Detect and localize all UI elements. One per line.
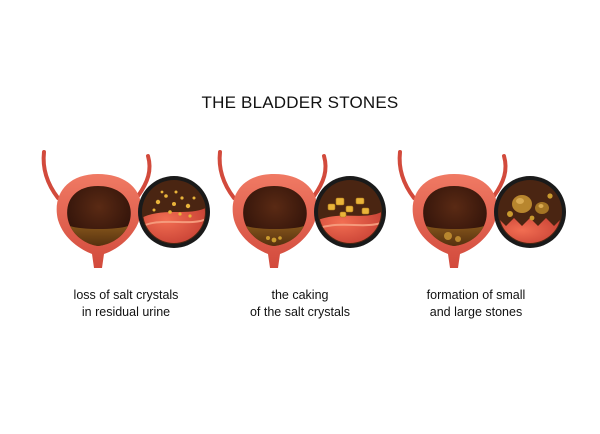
- stage-3-caption: formation of small and large stones: [376, 287, 576, 321]
- bladder-stones-icon: [397, 150, 566, 268]
- stage-3-illustration: [392, 140, 572, 280]
- stage-2-illustration: [212, 140, 392, 280]
- caption-line: and large stones: [429, 305, 523, 319]
- page-title: THE BLADDER STONES: [201, 93, 399, 112]
- caption-line: of the salt crystals: [249, 305, 351, 319]
- bladder-caking-crystals-icon: [217, 150, 386, 268]
- caption-line: the caking: [271, 288, 329, 302]
- bladder-salt-crystals-icon: [41, 150, 210, 268]
- stage-2-caption: the caking of the salt crystals: [200, 287, 400, 321]
- caption-line: loss of salt crystals: [73, 288, 179, 302]
- stage-1-caption: loss of salt crystals in residual urine: [26, 287, 226, 321]
- caption-line: formation of small: [426, 288, 526, 302]
- caption-line: in residual urine: [81, 305, 171, 319]
- stage-1-illustration: [36, 140, 216, 280]
